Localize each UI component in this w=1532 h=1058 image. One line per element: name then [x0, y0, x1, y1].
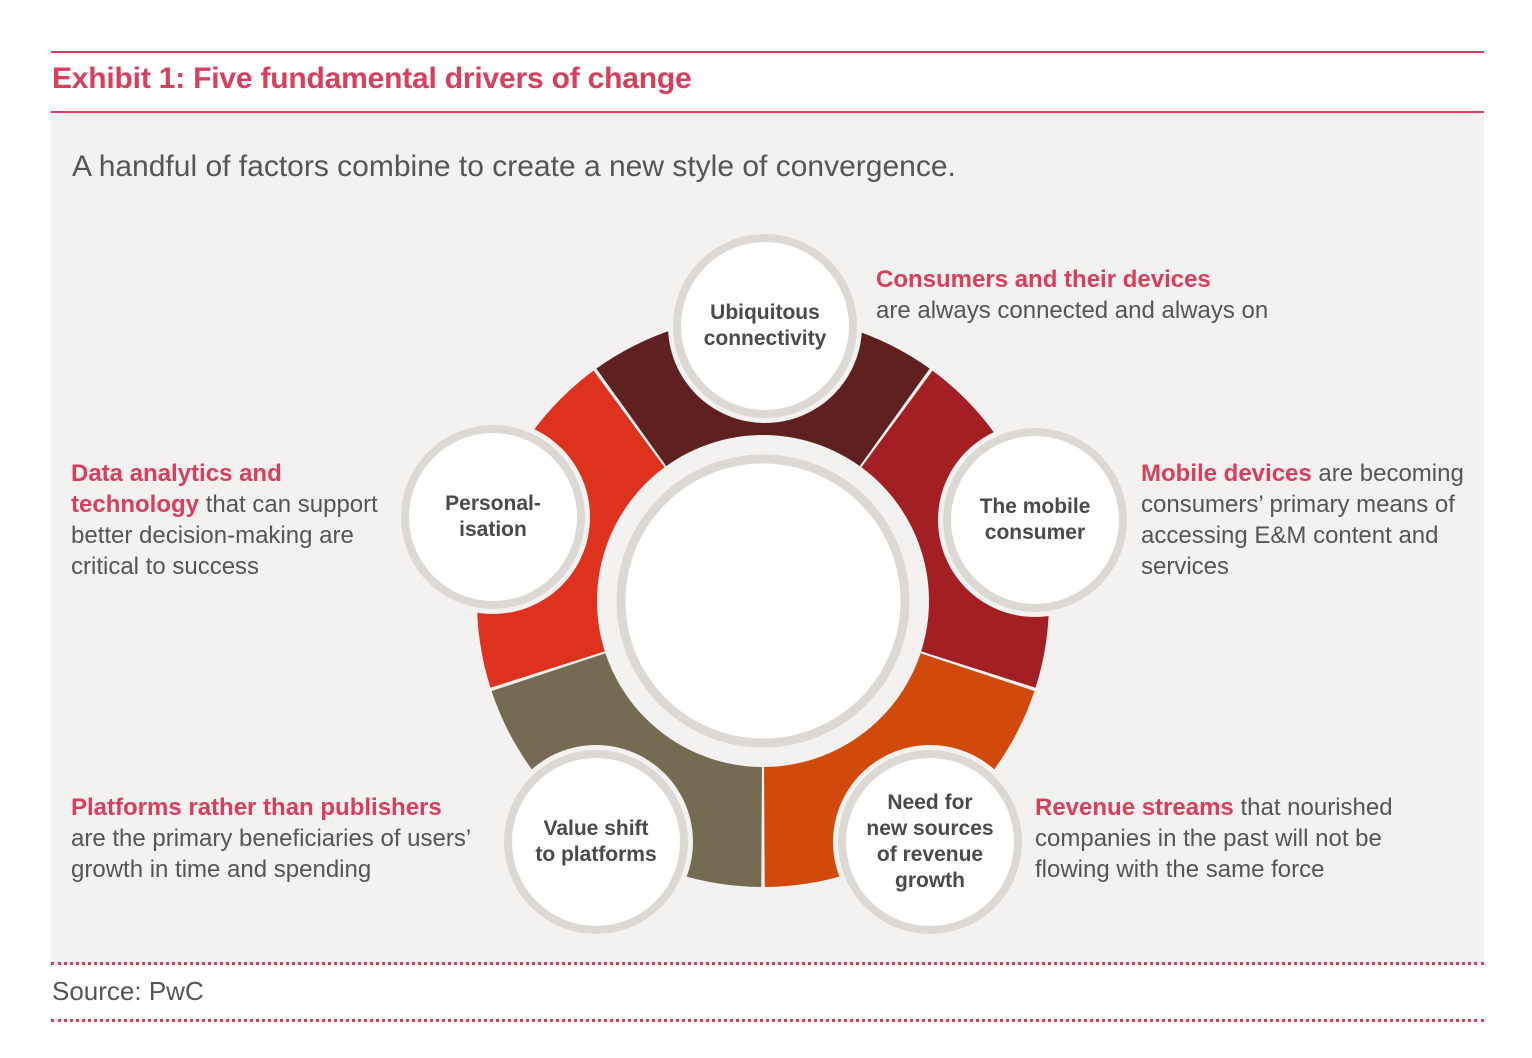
title-rule [51, 111, 1484, 113]
driver-highlight: Platforms rather than publishers [71, 794, 442, 821]
node-label-new-revenue-growth: Need for new sources of revenue growth [866, 791, 994, 892]
node-label-value-shift-platforms: Value shift to platforms [535, 817, 657, 866]
driver-highlight: Consumers and their devices [876, 266, 1211, 293]
driver-highlight: Revenue streams [1035, 794, 1234, 821]
exhibit-title: Exhibit 1: Five fundamental drivers of c… [52, 62, 692, 95]
driver-text: are always connected and always on [876, 297, 1269, 324]
node-personalisation [401, 425, 585, 609]
node-new-revenue-growth [838, 750, 1022, 934]
top-rule [51, 51, 1484, 53]
source-note: Source: PwC [52, 976, 204, 1006]
node-label-ubiquitous-connectivity: Ubiquitous connectivity [703, 301, 827, 350]
node-value-shift-platforms [504, 750, 688, 934]
driver-description-revenue: Revenue streams that nourished companies… [1035, 792, 1435, 885]
driver-text: that can support better decision-making … [71, 491, 378, 580]
exhibit-subtitle: A handful of factors combine to create a… [72, 150, 956, 183]
node-mobile-consumer [943, 428, 1127, 612]
wheel-center-circle [616, 454, 910, 748]
node-ubiquitous-connectivity [673, 234, 857, 418]
driver-text: that nourished companies in the past wil… [1035, 794, 1393, 883]
driver-highlight: Mobile devices [1141, 460, 1312, 487]
source-rule-top [51, 962, 1484, 965]
driver-text: are becoming consumers’ primary means of… [1141, 460, 1464, 580]
wheel-nodes [396, 229, 1132, 939]
driver-description-platforms: Platforms rather than publishers are the… [71, 792, 491, 885]
driver-description-mobile: Mobile devices are becoming consumers’ p… [1141, 458, 1471, 582]
source-rule-bottom [51, 1019, 1484, 1022]
driver-highlight: Data analytics and technology [71, 460, 282, 518]
node-label-personalisation: Personal- isation [445, 492, 541, 541]
driver-description-connectivity: Consumers and their devices are always c… [876, 264, 1336, 326]
node-label-mobile-consumer: The mobile consumer [979, 495, 1091, 544]
driver-description-personalisation: Data analytics and technology that can s… [71, 458, 411, 582]
driver-text: are the primary beneficiaries of users’ … [71, 825, 471, 883]
